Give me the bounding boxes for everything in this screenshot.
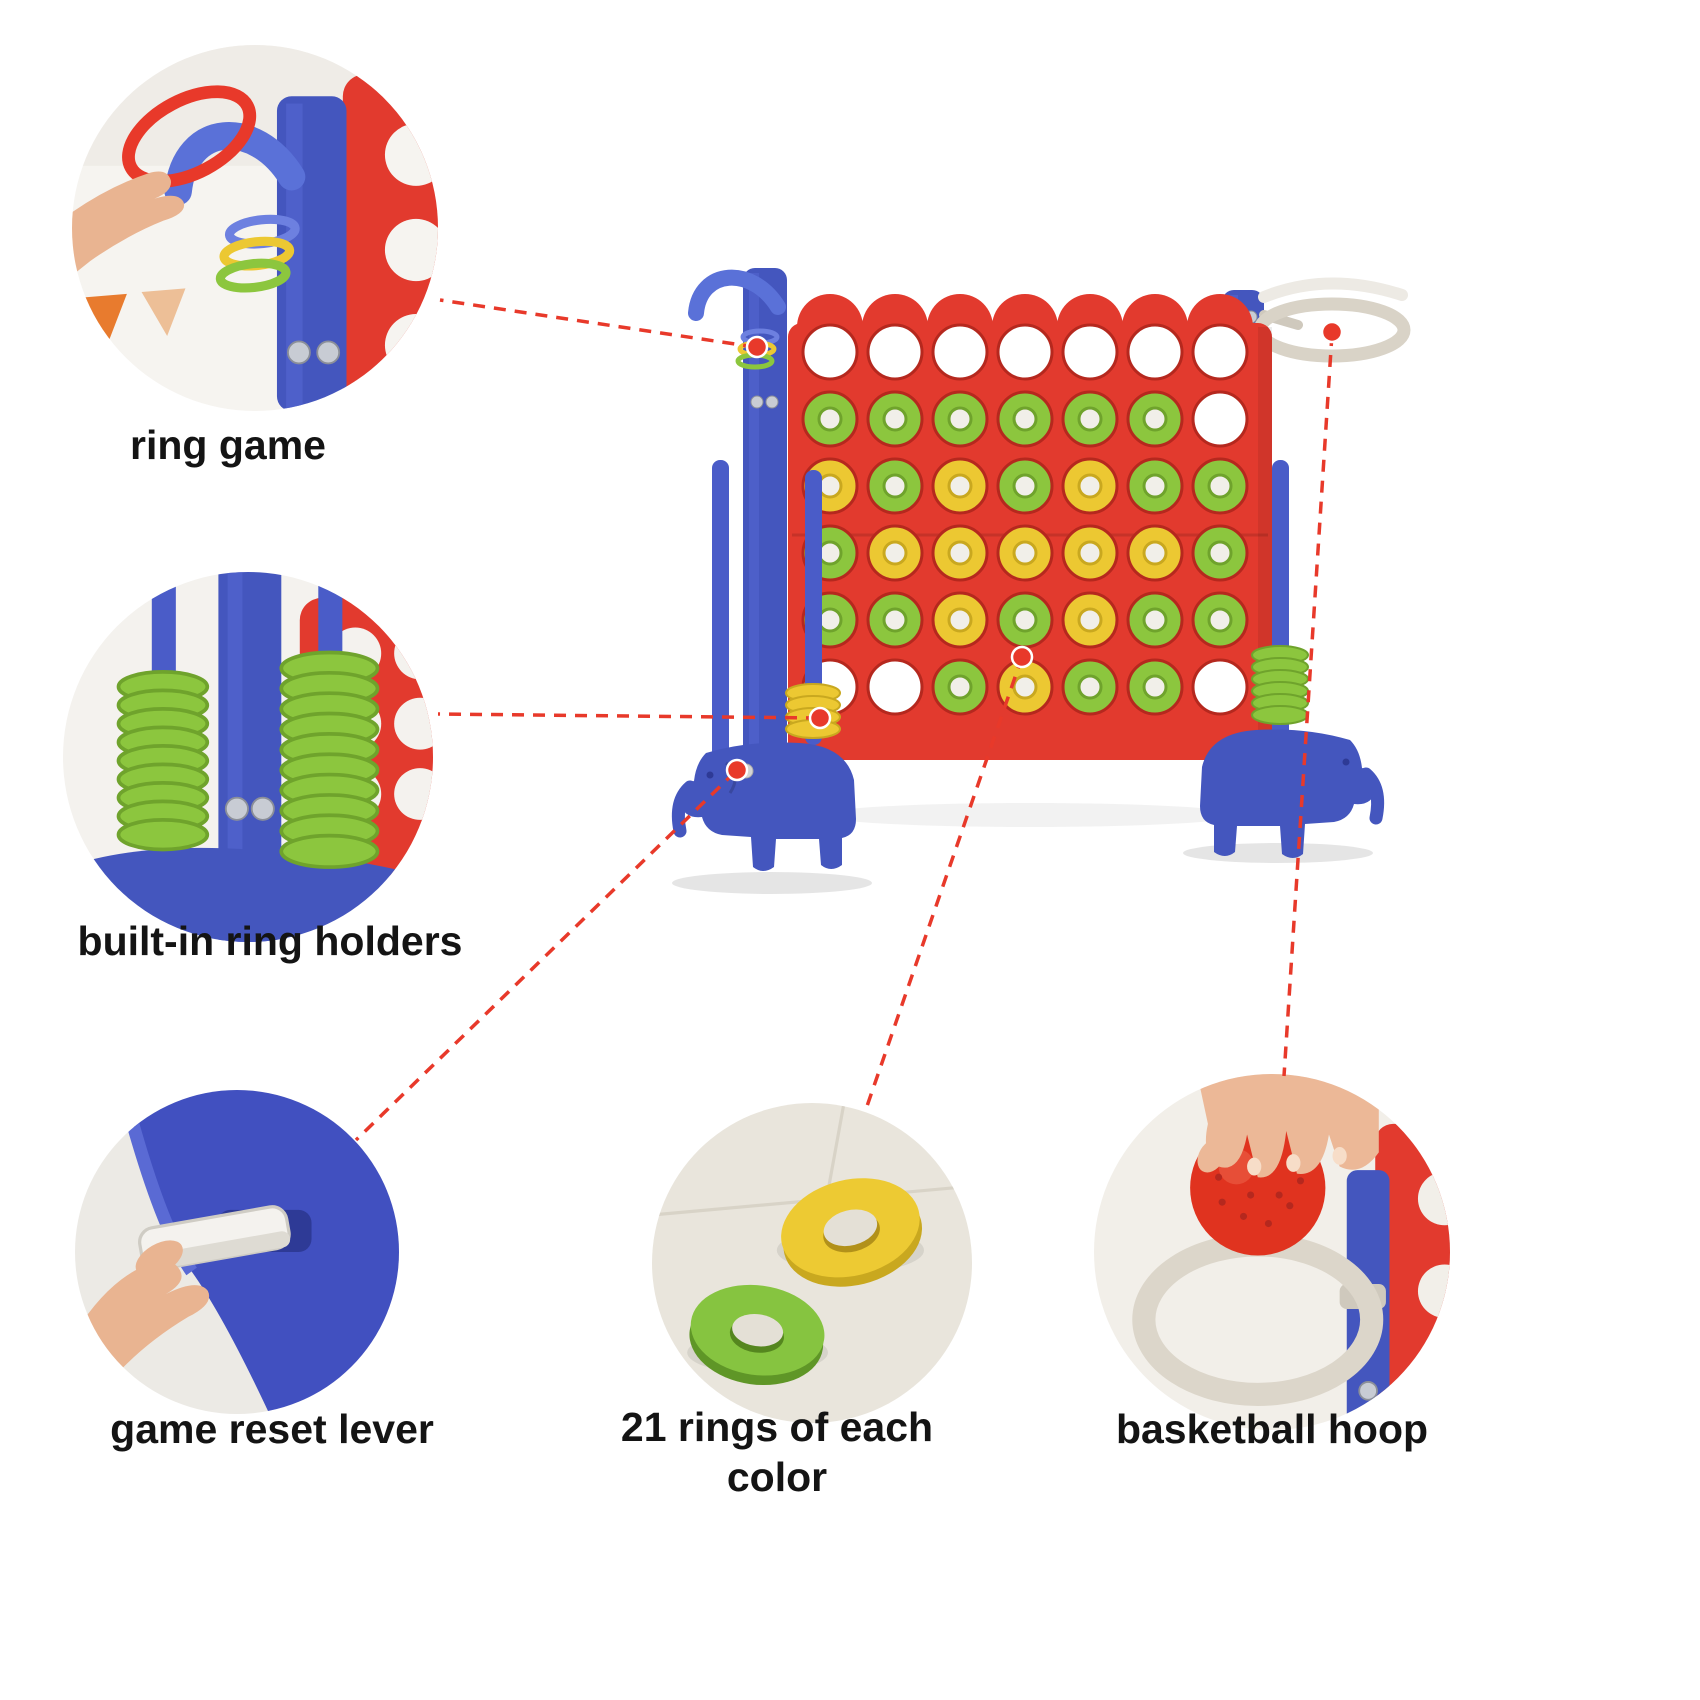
left-post (688, 268, 787, 770)
ring-game-label: ring game (130, 422, 326, 468)
shadow (672, 872, 872, 894)
product-photo (671, 268, 1411, 894)
red-ring (122, 85, 257, 188)
left-elephant-base (671, 742, 856, 871)
shadow (820, 803, 1240, 827)
green-ring-stack-left (116, 670, 210, 852)
left-ring-holder (712, 460, 841, 765)
rings-photo (652, 1103, 972, 1423)
game-board (788, 294, 1272, 760)
hand (72, 171, 185, 276)
reset-lever-photo (75, 1090, 399, 1414)
hand (1197, 1074, 1379, 1178)
green-ring (689, 1284, 825, 1386)
basketball-hoop-label: basketball hoop (1115, 1406, 1429, 1452)
bunting-flags (82, 288, 186, 342)
green-ring-stack-right (279, 650, 380, 869)
reset-lever-label: game reset lever (110, 1406, 434, 1452)
ring-hook (164, 122, 306, 206)
red-board-edge (342, 74, 438, 411)
ring-holders-photo (63, 572, 433, 942)
basketball-hoop-photo (1094, 1074, 1450, 1430)
ring-holders-label: built-in ring holders (77, 918, 463, 964)
right-elephant-base (1200, 729, 1385, 858)
hanging-rings (215, 214, 300, 293)
ring-game-photo (72, 45, 438, 411)
yellow-ring (781, 1178, 923, 1287)
ring-count-label: 21 rings of each color (620, 1404, 934, 1501)
basketball-hoop (1253, 277, 1411, 363)
shadow (1183, 843, 1373, 863)
